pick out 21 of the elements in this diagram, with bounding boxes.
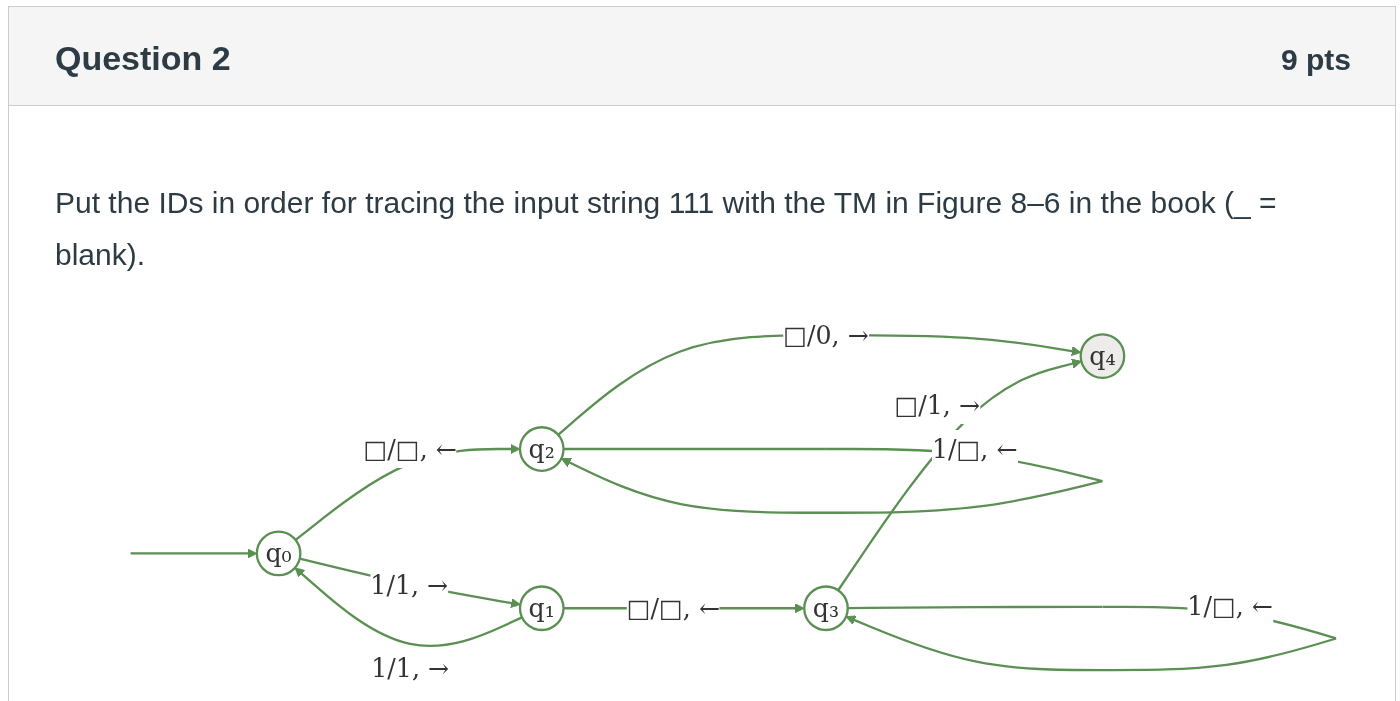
node-circle: q₃	[803, 585, 849, 632]
arrow	[130, 548, 258, 559]
node-circle: q₀	[255, 530, 302, 577]
arrow	[837, 358, 1082, 591]
question-title: Question 2	[55, 39, 231, 78]
edge-label: □/□, ←	[626, 593, 721, 623]
node-circle: q₂	[518, 426, 565, 472]
edge-label: □/1, →	[894, 390, 981, 420]
edge-label: 1/1, →	[371, 654, 450, 684]
edge-label: □/□, ←	[363, 434, 457, 464]
arrow	[299, 557, 521, 608]
question-text: Put the IDs in order for tracing the input string 111 with the TM in Figure 8–6 in the book (_ = blank).	[55, 185, 1278, 273]
edge-label: 1/□, ←	[1187, 592, 1273, 622]
edge-label: 1/1, →	[370, 571, 449, 600]
node-circle: q₁	[518, 585, 565, 632]
edge-label: 1/□, ←	[931, 434, 1018, 464]
arrow	[294, 567, 523, 648]
arrow	[557, 333, 1082, 436]
node-circle: q₄	[1079, 333, 1126, 379]
points-text: 9 pts	[1280, 43, 1351, 77]
edge-label: □/0, →	[783, 320, 869, 350]
